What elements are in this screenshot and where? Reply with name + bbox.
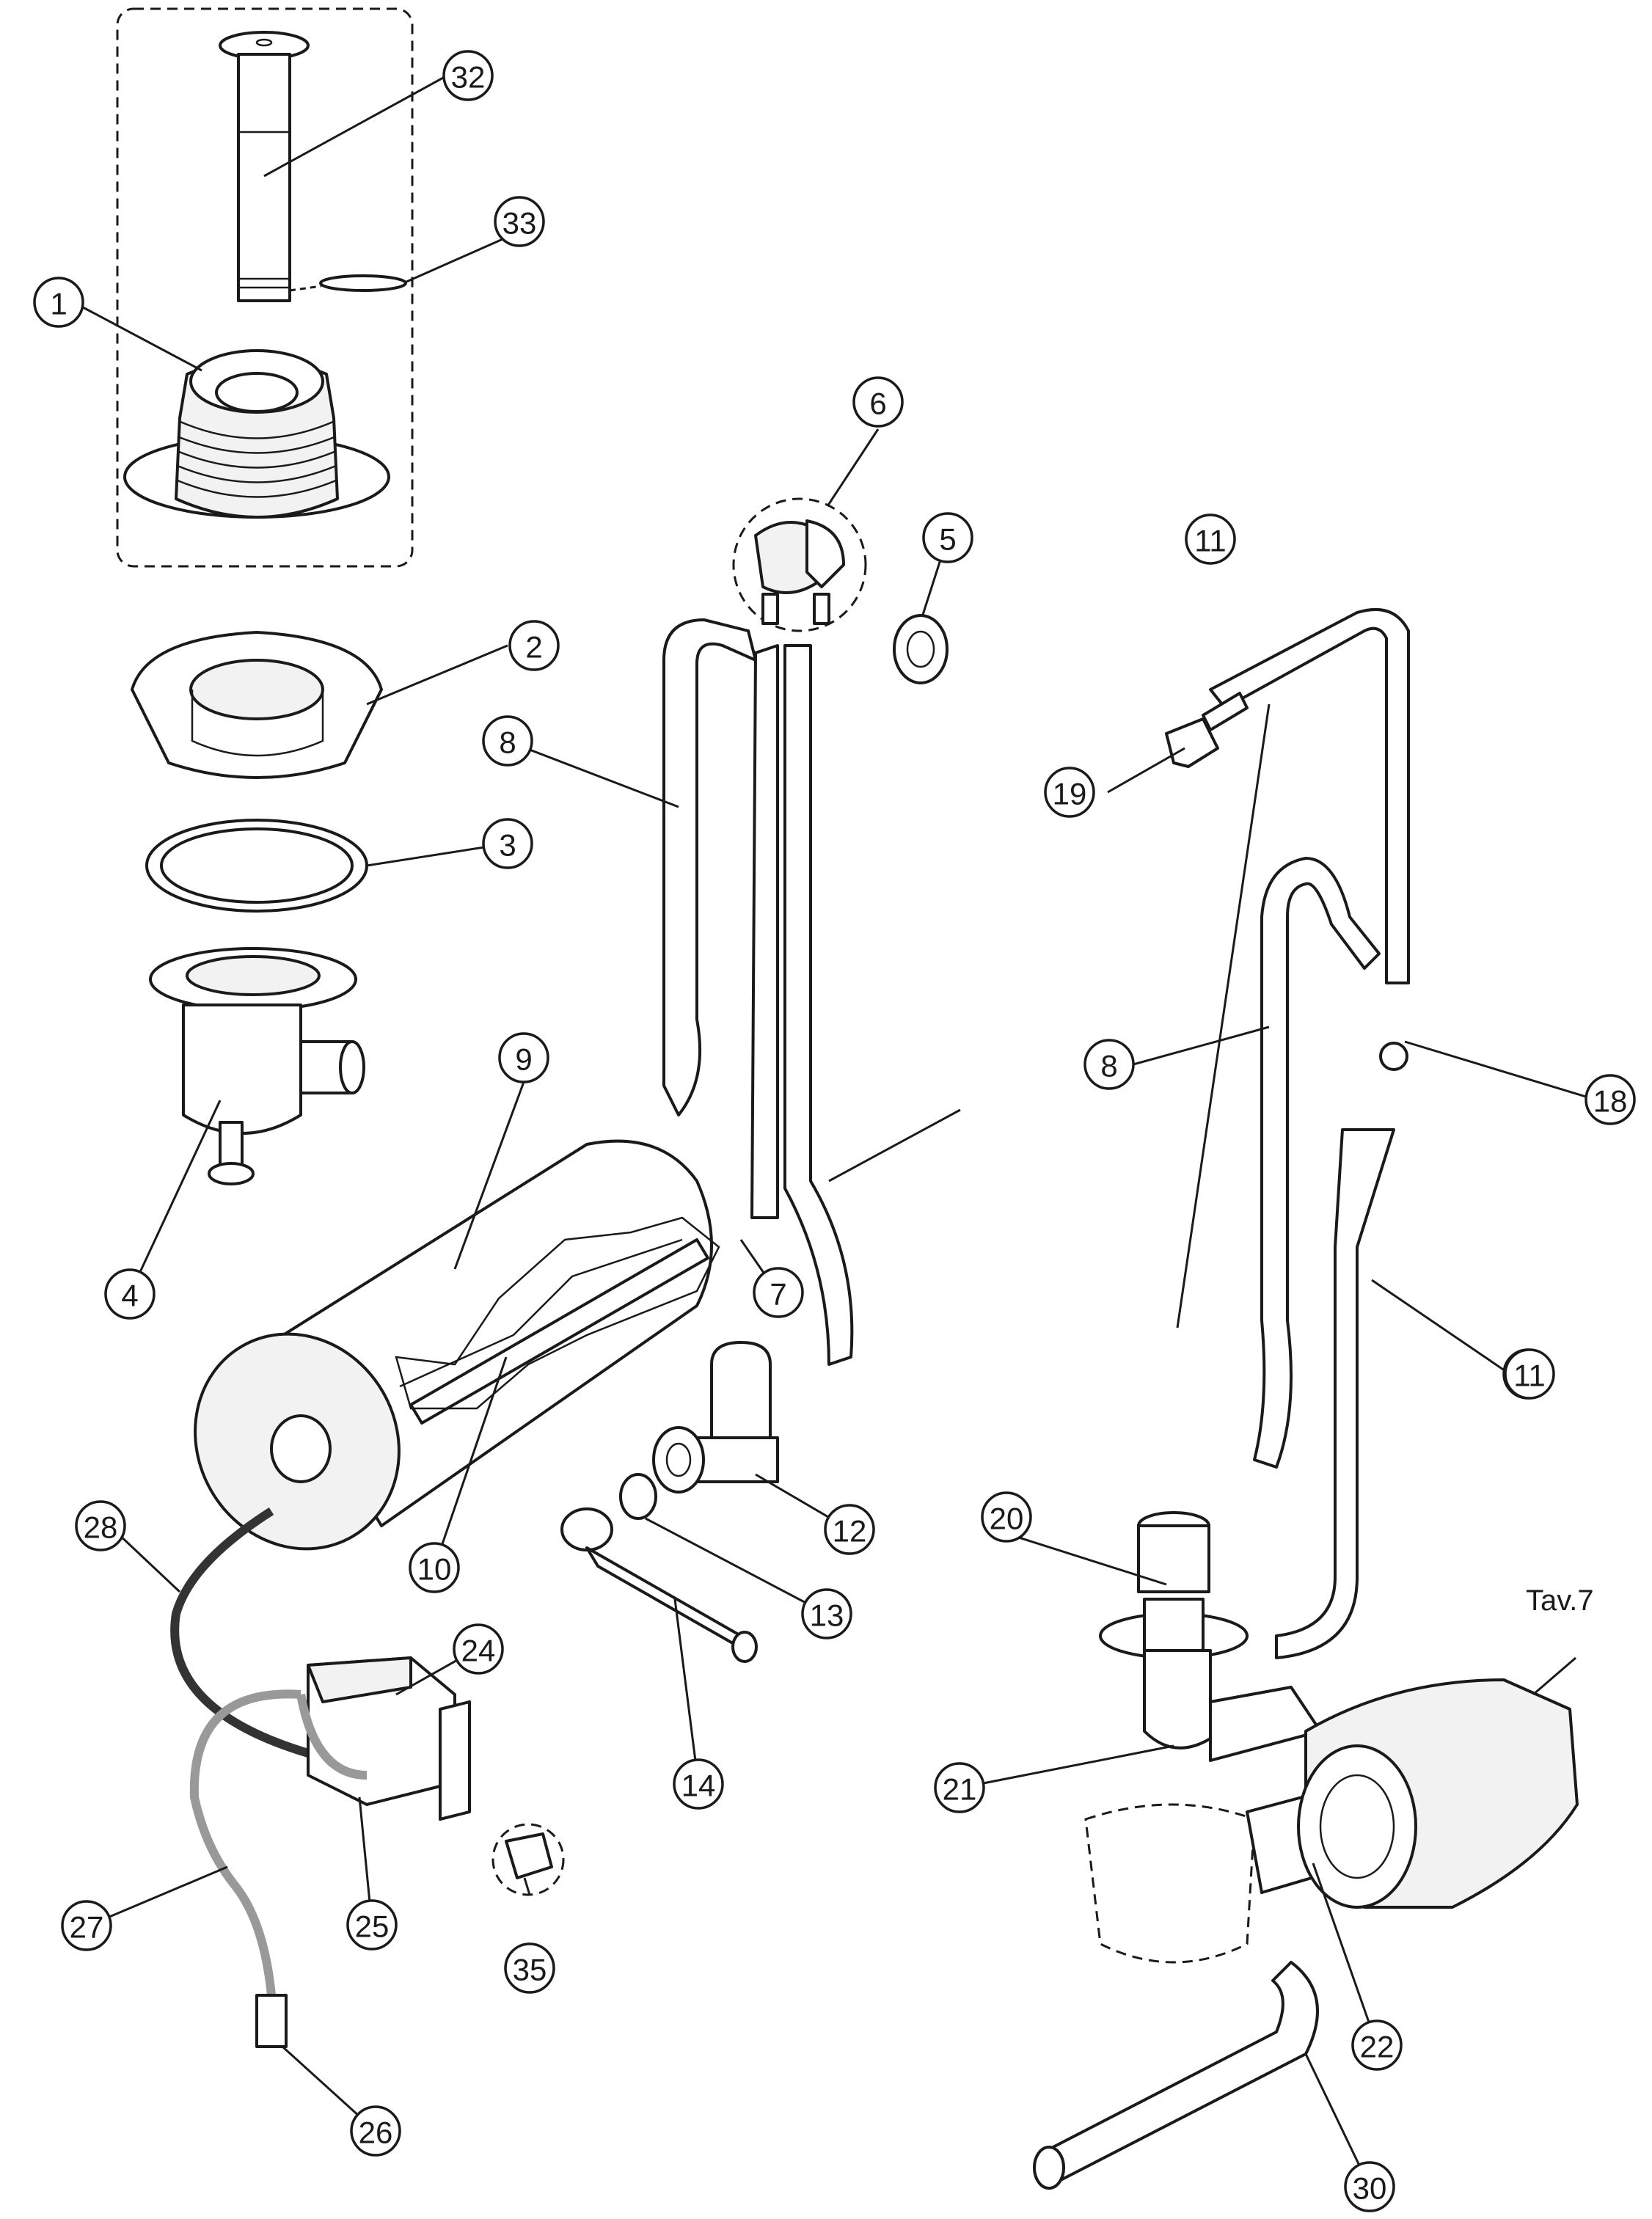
callout-27-25: 27 <box>61 1900 112 1951</box>
callout-number: 8 <box>1100 1049 1117 1083</box>
part-9-tank <box>194 1139 720 1551</box>
callout-right-11-1: 11 <box>1504 1348 1555 1400</box>
callout-number: 28 <box>84 1510 118 1545</box>
callout-7-13: 7 <box>753 1267 804 1318</box>
callout-28-19: 28 <box>75 1500 126 1551</box>
callout-number: 10 <box>417 1552 452 1587</box>
callout-number: 26 <box>359 2116 393 2150</box>
part-13-washer <box>619 1473 657 1520</box>
part-20-breaker <box>1099 1511 1249 1659</box>
callout-24-20: 24 <box>453 1623 504 1675</box>
part-12-solenoid <box>652 1341 779 1494</box>
callout-3-9: 3 <box>482 818 533 869</box>
part-4-sump <box>149 947 365 1185</box>
callout-12-16: 12 <box>824 1504 875 1555</box>
part-5-washer <box>893 614 949 684</box>
part-24-module <box>307 1656 471 1821</box>
callout-number: 24 <box>461 1634 496 1668</box>
callout-10-15: 10 <box>409 1542 460 1593</box>
part-27-cable <box>189 1689 301 1996</box>
callout-number: 12 <box>833 1514 867 1549</box>
callout-number: 22 <box>1360 2030 1395 2064</box>
callout-14-21: 14 <box>673 1758 724 1810</box>
hoses-left <box>662 618 854 1366</box>
callout-number: 4 <box>121 1279 138 1313</box>
callout-number: 6 <box>869 387 886 421</box>
part-1-filter <box>123 349 390 519</box>
callout-balloons: 3233165281119391847111012201328241421253… <box>33 50 1636 2212</box>
callout-number: 27 <box>70 1910 104 1945</box>
callout-number: 32 <box>451 60 486 95</box>
reference-label-tav7: Tav.7 <box>1526 1584 1594 1617</box>
callout-number: 9 <box>515 1042 532 1077</box>
part-33-oring <box>319 274 407 292</box>
callout-number: 8 <box>499 725 516 760</box>
callout-18-11: 18 <box>1585 1074 1636 1125</box>
callout-20-17: 20 <box>981 1491 1032 1543</box>
callout-number: 2 <box>525 630 542 665</box>
callout-number: 25 <box>355 1909 390 1944</box>
callout-11-7: 11 <box>1185 513 1236 565</box>
callout-number: 3 <box>499 828 516 863</box>
part-35-dashed-circle <box>491 1823 565 1896</box>
callout-4-12: 4 <box>104 1268 156 1320</box>
callout-9-10: 9 <box>498 1032 549 1083</box>
part-18-tee <box>1379 1042 1408 1071</box>
callout-right-8-0: 8 <box>1083 1039 1135 1090</box>
callout-21-22: 21 <box>934 1762 985 1813</box>
callout-30-28: 30 <box>1344 2161 1395 2212</box>
hoses-right <box>1209 607 1410 1659</box>
callout-number: 7 <box>770 1277 786 1312</box>
part-28-cable <box>170 1507 310 1758</box>
callout-26-27: 26 <box>350 2105 401 2157</box>
part-6-dashed-circle <box>732 497 867 632</box>
callout-number: 14 <box>681 1769 716 1803</box>
part-30-drain-hose <box>1033 1961 1319 2190</box>
part-26-connector <box>255 1994 288 2048</box>
part-21-tube <box>1143 1649 1322 1762</box>
callout-number: 35 <box>513 1953 547 1987</box>
callout-5-4: 5 <box>922 512 973 563</box>
part-35-clip <box>505 1832 553 1879</box>
callout-35-24: 35 <box>504 1942 555 1994</box>
callout-33-1: 33 <box>494 196 545 247</box>
callout-25-23: 25 <box>346 1899 398 1951</box>
callout-number: 1 <box>50 287 67 321</box>
motor-tav7 <box>1297 1678 1579 1909</box>
callout-22-26: 22 <box>1351 2019 1403 2071</box>
callout-number: 13 <box>810 1598 844 1633</box>
dashed-group-frame <box>116 7 414 568</box>
part-3-gasket <box>145 819 368 913</box>
callout-1-2: 1 <box>33 277 84 328</box>
callout-number: 11 <box>1194 524 1227 558</box>
callout-13-18: 13 <box>801 1588 852 1639</box>
callout-number: 21 <box>943 1772 977 1807</box>
callout-number: 20 <box>990 1502 1024 1536</box>
callout-number: 19 <box>1053 777 1087 811</box>
callout-number: 11 <box>1513 1359 1546 1393</box>
part-19-nut <box>1165 692 1249 768</box>
callout-2-5: 2 <box>508 620 560 671</box>
part-2-ring <box>131 631 383 779</box>
callout-number: 30 <box>1353 2171 1387 2206</box>
part-14-inlet <box>560 1507 758 1663</box>
callout-19-8: 19 <box>1044 767 1095 818</box>
part-32-pipe <box>219 31 310 302</box>
callout-number: 18 <box>1593 1084 1628 1119</box>
callout-8-6: 8 <box>482 715 533 767</box>
callout-6-3: 6 <box>852 376 904 428</box>
callout-number: 5 <box>939 522 956 557</box>
callout-number: 33 <box>502 206 537 241</box>
leader-lines <box>73 72 1596 2187</box>
part-6-valve <box>754 519 845 625</box>
callout-32-0: 32 <box>442 50 494 101</box>
